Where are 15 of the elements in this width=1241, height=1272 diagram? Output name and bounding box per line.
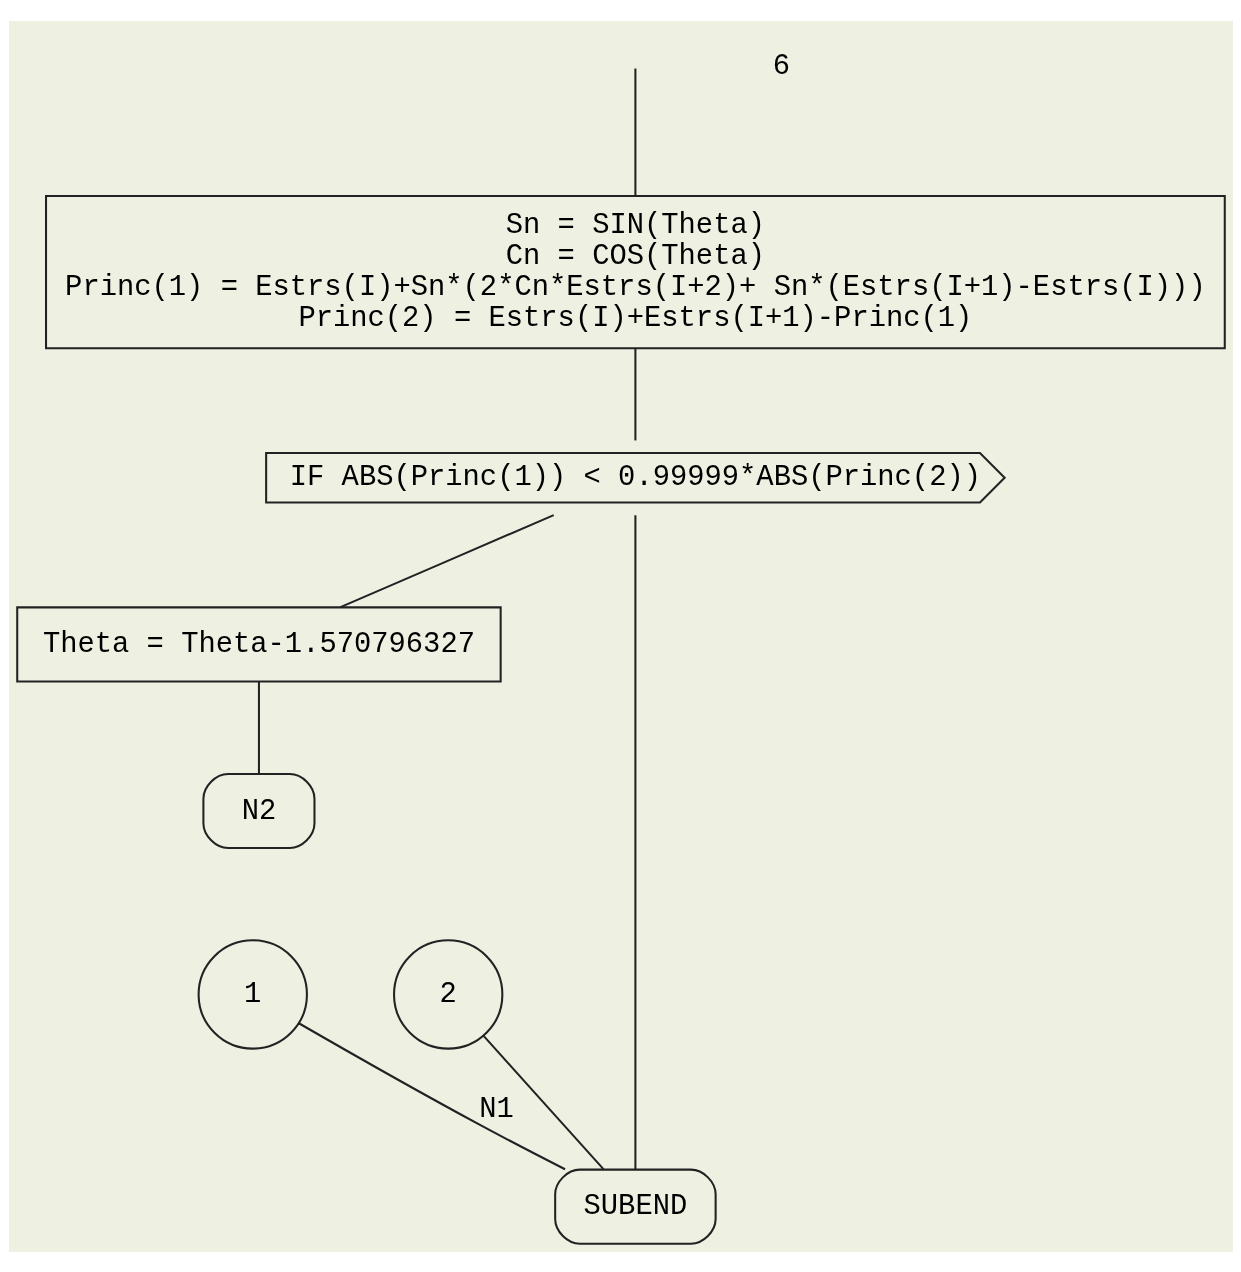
connector <box>633 68 636 196</box>
connector <box>339 513 554 608</box>
connector <box>297 1021 565 1170</box>
node-circle: 1 <box>197 938 308 1050</box>
node-box: N2 <box>201 772 315 849</box>
connector <box>482 1034 604 1170</box>
connector <box>633 514 636 1169</box>
node-box: SUBEND <box>553 1168 717 1245</box>
connector <box>633 348 636 440</box>
node-box: Sn = SIN(Theta) Cn = COS(Theta) Princ(1) = Estrs(I)+Sn*(2*Cn*Estrs(I+2)+ Sn*(Estrs(I+1)-Estrs(I))) Princ(2) = Estrs(I)+Estrs(I+1)-Princ(1) <box>44 194 1226 349</box>
connector <box>257 681 260 774</box>
edge-label: N1 <box>478 1092 514 1126</box>
node-circle: 2 <box>392 938 503 1050</box>
label: 6 <box>772 49 790 83</box>
node-box: Theta = Theta-1.570796327 <box>15 605 502 682</box>
